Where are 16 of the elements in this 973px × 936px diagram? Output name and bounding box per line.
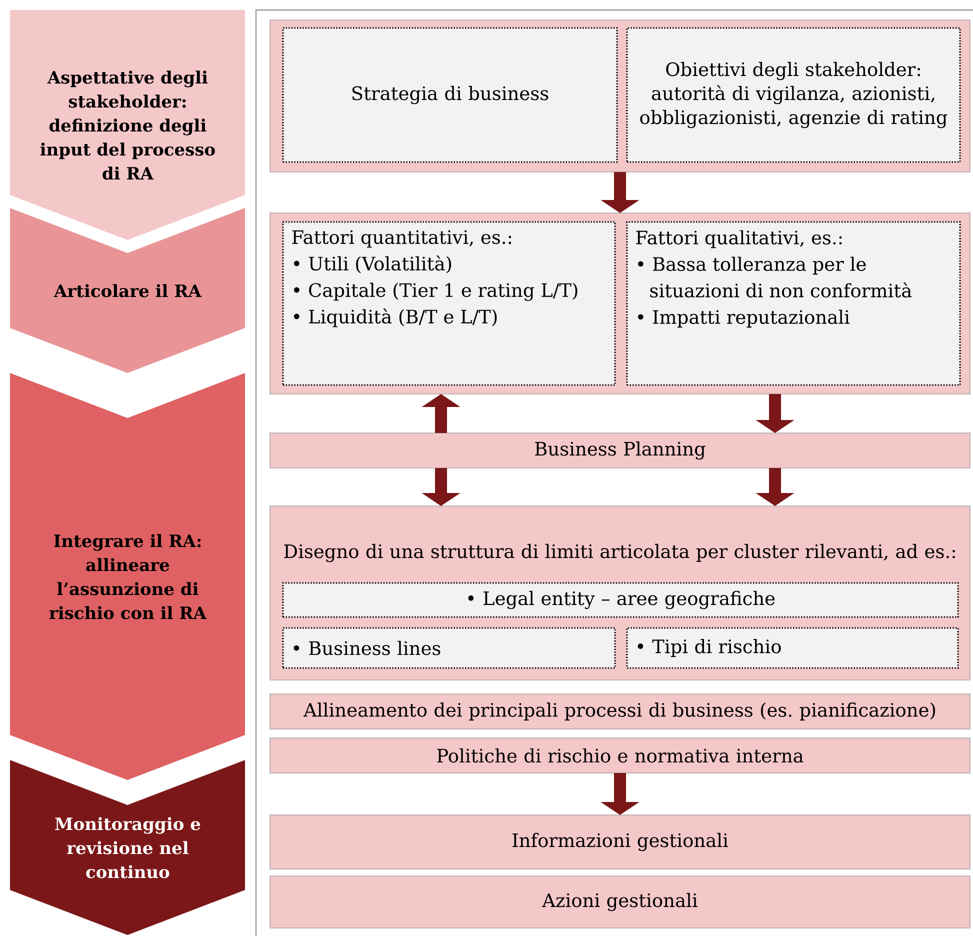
- chevron-step: Articolare il RA: [10, 208, 245, 373]
- process-box: Politiche di rischio e normativa interna: [270, 738, 970, 774]
- process-box: Azioni gestionali: [270, 876, 970, 928]
- process-box: Obiettivi degli stakeholder: autorità di vigilanza, azionisti, obbligazionisti, agenzie di rating: [626, 27, 961, 163]
- factor-box: Fattori quantitativi, es.: • Utili (Volatilità) • Capitale (Tier 1 e rating L/T) • Liquidità (B/T e L/T): [282, 221, 616, 386]
- chevron-step: Aspettative degli stakeholder: definizione degli input del processo di RA: [10, 10, 245, 240]
- chevron-step: Integrare il RA: allineare l’assunzione di rischio con il RA: [10, 373, 245, 780]
- process-box: Allineamento dei principali processi di business (es. pianificazione): [270, 694, 970, 730]
- process-box: • Tipi di rischio: [626, 627, 959, 669]
- factor-box: Fattori qualitativi, es.: • Bassa tolleranza per le situazioni di non conformità • Impatti reputazionali: [626, 221, 961, 386]
- chevron-step: Monitoraggio e revisione nel continuo: [10, 760, 245, 935]
- process-box: Business Planning: [270, 432, 970, 468]
- process-box: Informazioni gestionali: [270, 814, 970, 870]
- process-box: • Legal entity – aree geografiche: [282, 582, 959, 618]
- process-box: Strategia di business: [282, 27, 618, 163]
- process-box: • Business lines: [282, 627, 616, 669]
